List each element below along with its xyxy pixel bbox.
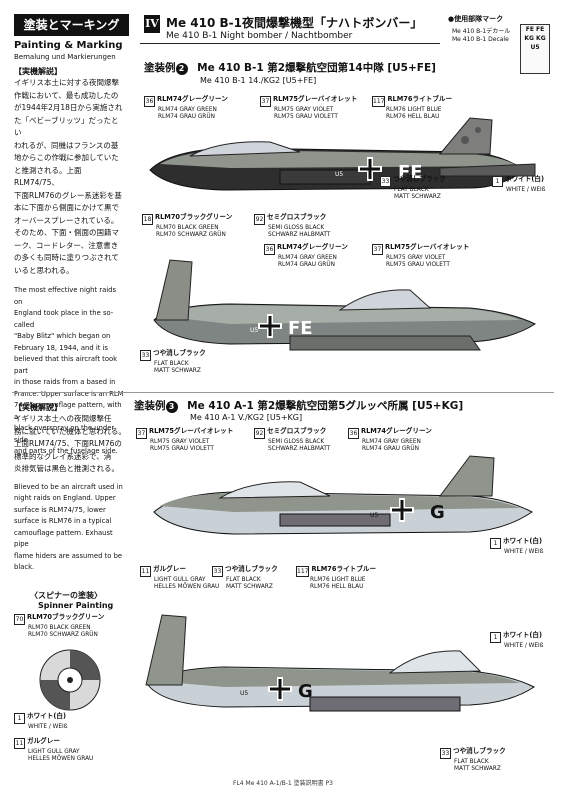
page-footer: FL4 Me 410 A-1/B-1 塗装説明書 P3 (233, 780, 333, 787)
section-divider (12, 392, 554, 393)
page-title-en: Me 410 B-1 Night bomber / Nachtbomber (166, 31, 353, 41)
aircraft-code: G (298, 681, 313, 702)
aircraft-side-view-4: G U5 (145, 614, 535, 712)
scheme-2-subtitle: Me 410 B-1 14./KG2 [U5+FE] (200, 76, 317, 85)
decal-row: KG KG (524, 35, 546, 42)
aircraft-side-view-2: FE U5 (153, 259, 537, 351)
balkenkreuz (258, 314, 282, 338)
aircraft-code: FE (398, 162, 423, 183)
balkenkreuz (358, 157, 382, 181)
decal-row: FE FE (525, 26, 545, 33)
section-banner: 塗装とマーキング (14, 14, 129, 36)
page-title-jp: Me 410 B-1夜間爆撃機型「ナハトボンバー」 (166, 16, 423, 30)
decal-legend-line1: Me 410 B-1デカール (452, 28, 511, 35)
roman-numeral: IV (144, 15, 160, 33)
note-heading: 【実機解説】 (14, 67, 62, 76)
decal-sample-box: FE FE KG KG U5 (520, 24, 550, 74)
unit-code: U5 (240, 690, 248, 697)
decal-legend-title: ●使用部隊マーク (448, 15, 504, 23)
aircraft-side-view-3: G U5 (153, 455, 533, 535)
section-title-de: Bemalung und Markierungen (14, 53, 116, 61)
aircraft-note-1: 【実機解説】 イギリス本土に対する夜間爆撃作戦において、最も成功したのが1944… (14, 66, 126, 458)
spinner-title-en: Spinner Painting (38, 601, 114, 610)
aircraft-note-2: 【実機解説】 イギリス本土への夜間爆撃任務に就いていた機体と思われる。上面RLM… (14, 402, 126, 574)
unit-code: U5 (250, 327, 258, 334)
section-title-en: Painting & Marking (14, 40, 123, 51)
balkenkreuz (390, 498, 414, 522)
note-text-jp: イギリス本土に対する夜間爆撃作戦において、最も成功したのが1944年2月18日か… (14, 78, 123, 275)
spinner-title-jp: 〈スピナーの塗装〉 (30, 591, 102, 600)
note-text-jp: イギリス本土への夜間爆撃任務に就いていた機体と思われる。上面RLM74/75、下… (14, 414, 126, 473)
unit-code: U5 (335, 171, 343, 178)
aircraft-side-view-1: FE U5 (149, 117, 536, 191)
spinner-diagram (39, 649, 101, 711)
scheme-3-subtitle: Me 410 A-1 V./KG2 [U5+KG] (190, 413, 303, 422)
aircraft-code: FE (288, 318, 313, 339)
decal-row: U5 (530, 44, 540, 51)
decal-legend-line2: Me 410 B-1 Decale (452, 36, 509, 43)
note-heading: 【実機解説】 (14, 403, 62, 412)
title-rule (140, 43, 440, 44)
unit-code: U5 (370, 512, 378, 519)
balkenkreuz (268, 677, 292, 701)
aircraft-code: G (430, 502, 445, 523)
